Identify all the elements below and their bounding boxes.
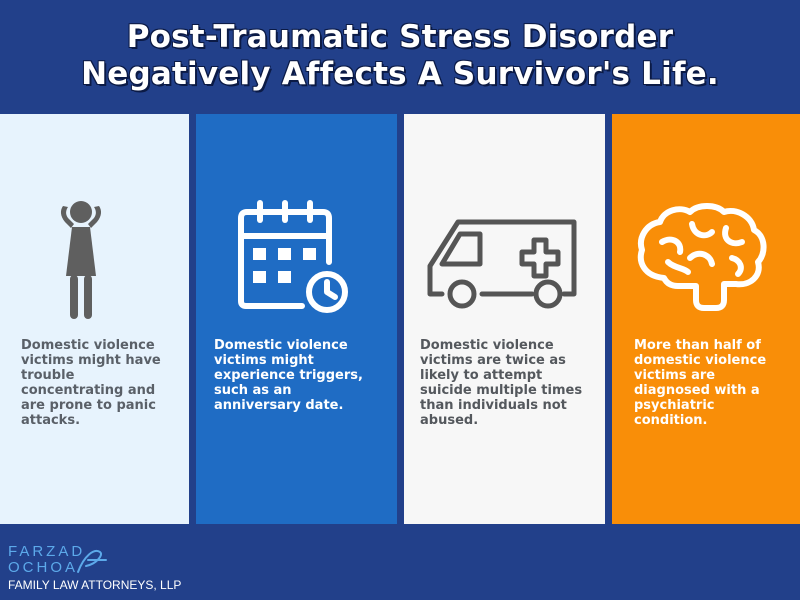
logo-tagline: FAMILY LAW ATTORNEYS, LLP	[8, 578, 182, 592]
logo-name-line-2: OCHOA	[8, 559, 79, 576]
panel-text: Domestic violence victims might experien…	[214, 338, 363, 413]
panel-text: Domestic violence victims might have tro…	[21, 338, 161, 428]
panel-psychiatric: More than half of domestic violence vict…	[612, 114, 800, 524]
panel-text: Domestic violence victims are twice as l…	[420, 338, 583, 428]
footer: FARZAD OCHOA FAMILY LAW ATTORNEYS, LLP	[0, 526, 800, 600]
calendar-clock-icon	[238, 200, 348, 313]
logo-swirl-icon	[77, 550, 107, 573]
panel-concentration: Domestic violence victims might have tro…	[0, 114, 189, 524]
panel-suicide-risk: Domestic violence victims are twice as l…	[404, 114, 605, 524]
page-title-line-1: Post-Traumatic Stress Disorder	[126, 19, 674, 55]
page-title-line-2: Negatively Affects A Survivor's Life.	[81, 56, 719, 92]
ambulance-icon	[427, 219, 577, 309]
info-panels: Domestic violence victims might have tro…	[0, 114, 800, 524]
firm-logo: FARZAD OCHOA FAMILY LAW ATTORNEYS, LLP	[8, 544, 208, 598]
panel-triggers: Domestic violence victims might experien…	[196, 114, 397, 524]
logo-name-line-1: FARZAD	[8, 543, 86, 560]
panel-text: More than half of domestic violence vict…	[634, 338, 767, 428]
header-banner: Post-Traumatic Stress Disorder Negativel…	[0, 0, 800, 112]
brain-icon	[637, 203, 767, 311]
distressed-person-icon	[60, 201, 102, 319]
